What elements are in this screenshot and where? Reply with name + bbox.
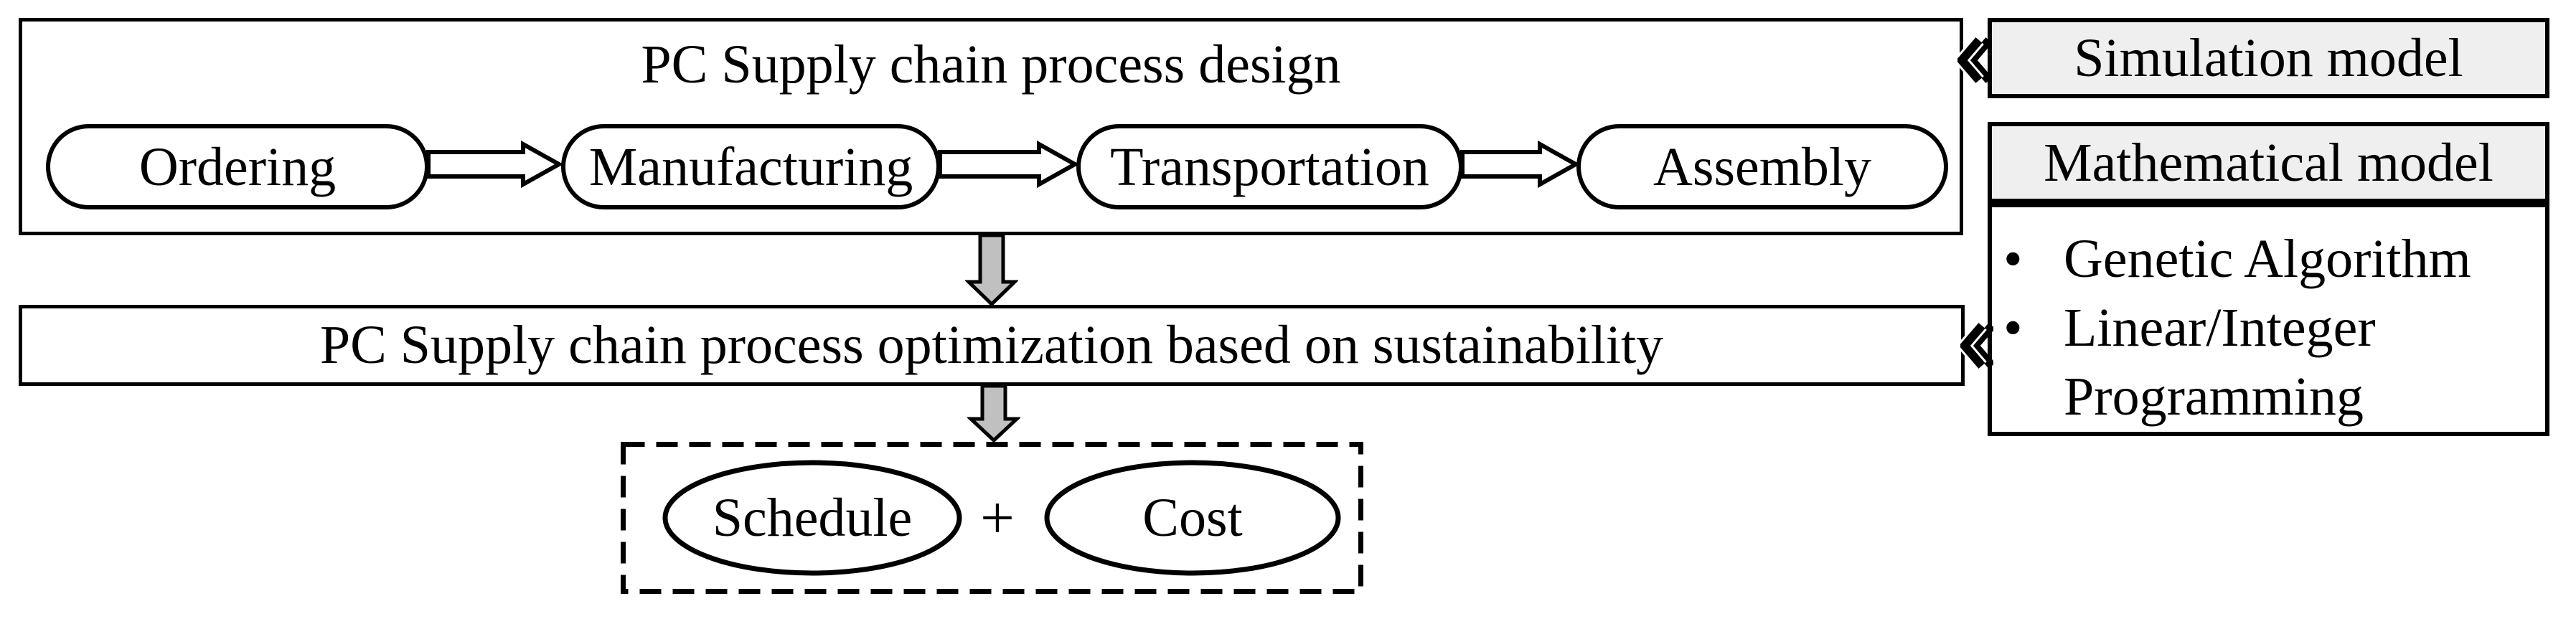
list-item: Linear/Integer Programming	[1992, 293, 2538, 431]
process-design-title: PC Supply chain process design	[19, 29, 1963, 100]
output-schedule-label: Schedule	[665, 483, 959, 552]
stage-transportation-label: Transportation	[1110, 136, 1429, 197]
double-chevron-icon	[1957, 37, 1990, 83]
stage-ordering: Ordering	[46, 124, 429, 209]
mathematical-model-header: Mathematical model	[1988, 122, 2549, 203]
cost-label-text: Cost	[1142, 488, 1243, 548]
down-arrow-icon	[967, 384, 1020, 443]
optimization-box	[19, 305, 1965, 386]
down-arrow-icon	[965, 233, 1018, 307]
simulation-model-label: Simulation model	[2074, 28, 2463, 88]
plus-sign: +	[962, 483, 1033, 552]
optimization-title-text: PC Supply chain process optimization bas…	[319, 315, 1664, 375]
stage-flow-arrow-icon	[1460, 140, 1579, 189]
stage-transportation: Transportation	[1076, 124, 1463, 209]
dashed-border	[621, 442, 1363, 594]
bullet-genetic-algorithm: Genetic Algorithm	[2064, 229, 2471, 289]
stage-assembly-label: Assembly	[1653, 136, 1871, 197]
output-cost-label: Cost	[1047, 483, 1338, 552]
double-chevron-icon	[1960, 323, 1993, 369]
list-item: Genetic Algorithm	[1992, 225, 2538, 293]
output-cost-ellipse	[1044, 460, 1341, 576]
output-group-box	[621, 442, 1363, 594]
stage-ordering-label: Ordering	[138, 136, 337, 197]
stage-flow-arrow-icon	[426, 140, 563, 189]
mathematical-model-list: Genetic Algorithm Linear/Integer Program…	[1988, 203, 2549, 436]
schedule-label-text: Schedule	[712, 488, 913, 548]
optimization-title: PC Supply chain process optimization bas…	[19, 311, 1965, 379]
output-schedule-ellipse	[662, 460, 962, 576]
stage-assembly: Assembly	[1576, 124, 1948, 209]
simulation-model-box: Simulation model	[1988, 18, 2549, 98]
stage-manufacturing: Manufacturing	[561, 124, 941, 209]
bullet-linear-integer-programming: Linear/Integer Programming	[2064, 298, 2376, 427]
stage-manufacturing-label: Manufacturing	[588, 136, 913, 197]
stage-flow-arrow-icon	[938, 140, 1078, 189]
mathematical-model-label: Mathematical model	[2044, 132, 2493, 193]
process-design-title-text: PC Supply chain process design	[641, 34, 1341, 95]
bullet-list: Genetic Algorithm Linear/Integer Program…	[1992, 207, 2545, 431]
plus-sign-text: +	[980, 483, 1015, 552]
